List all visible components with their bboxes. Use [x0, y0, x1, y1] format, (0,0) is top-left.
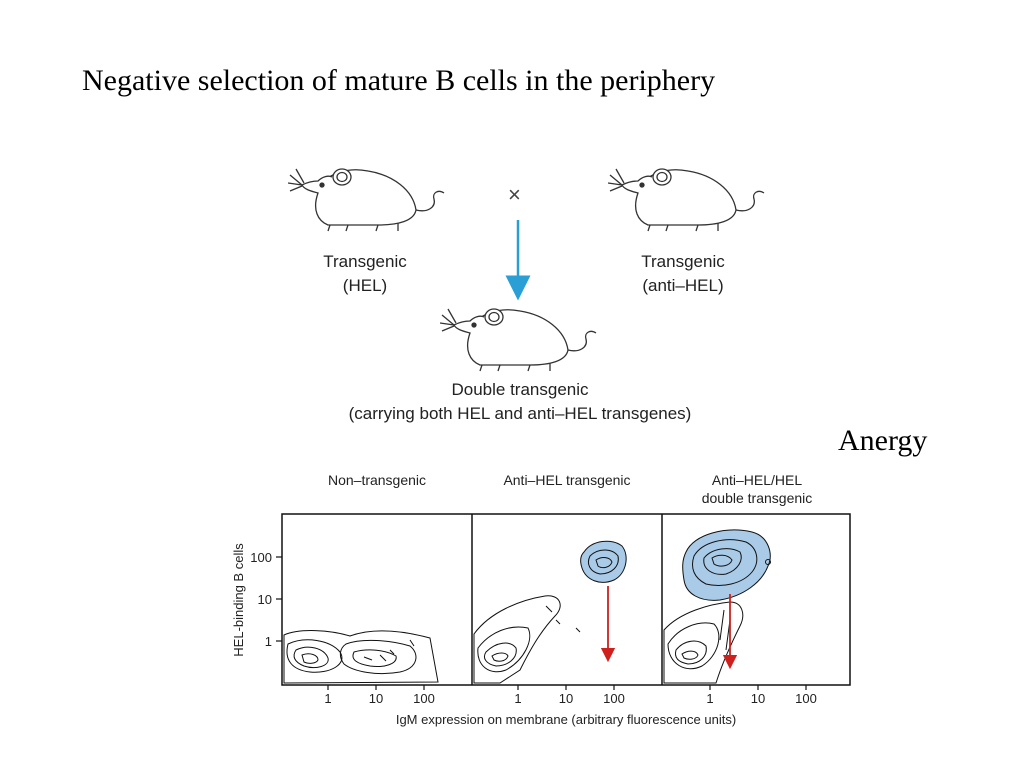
- x-tick-p3-1: 1: [706, 691, 713, 706]
- anergy-label: Anergy: [838, 424, 928, 457]
- panel-title-3a: Anti–HEL/HEL: [711, 472, 803, 488]
- offspring-label-1: Double transgenic: [451, 380, 589, 399]
- x-axis-label: IgM expression on membrane (arbitrary fl…: [396, 712, 736, 727]
- x-tick-p3-100: 100: [795, 691, 817, 706]
- x-tick-p3-10: 10: [751, 691, 765, 706]
- left-mouse-label-2: (HEL): [342, 276, 388, 295]
- panel-2-population: [580, 540, 627, 583]
- right-mouse-label-1: Transgenic: [641, 252, 725, 271]
- x-tick-p2-100: 100: [603, 691, 625, 706]
- x-tick-p2-10: 10: [559, 691, 573, 706]
- left-mouse-label-1: Transgenic: [323, 252, 407, 271]
- panel-3-contours: [663, 601, 744, 684]
- panel-3-population: [682, 529, 771, 601]
- mouse-icon-offspring: [440, 308, 597, 372]
- x-tick-p1-100: 100: [413, 691, 435, 706]
- x-tick-p1-10: 10: [369, 691, 383, 706]
- y-tick-100: 100: [250, 550, 272, 565]
- panel-title-2: Anti–HEL transgenic: [503, 472, 631, 488]
- cross-symbol: ×: [508, 182, 521, 207]
- mouse-icon-left: [288, 168, 445, 232]
- slide-title: Negative selection of mature B cells in …: [82, 64, 716, 97]
- y-tick-1: 1: [265, 634, 272, 649]
- panel-title-3b: double transgenic: [701, 490, 813, 506]
- panel-title-1: Non–transgenic: [327, 472, 427, 488]
- y-tick-10: 10: [258, 592, 272, 607]
- y-axis-label: HEL-binding B cells: [231, 543, 246, 657]
- panel-2-contours: [473, 595, 581, 684]
- x-tick-p2-1: 1: [514, 691, 521, 706]
- x-tick-p1-1: 1: [324, 691, 331, 706]
- right-mouse-label-2: (anti–HEL): [642, 276, 724, 295]
- offspring-label-2: (carrying both HEL and anti–HEL transgen…: [348, 404, 692, 423]
- mouse-icon-right: [608, 168, 765, 232]
- panel-1-contours: [283, 630, 439, 684]
